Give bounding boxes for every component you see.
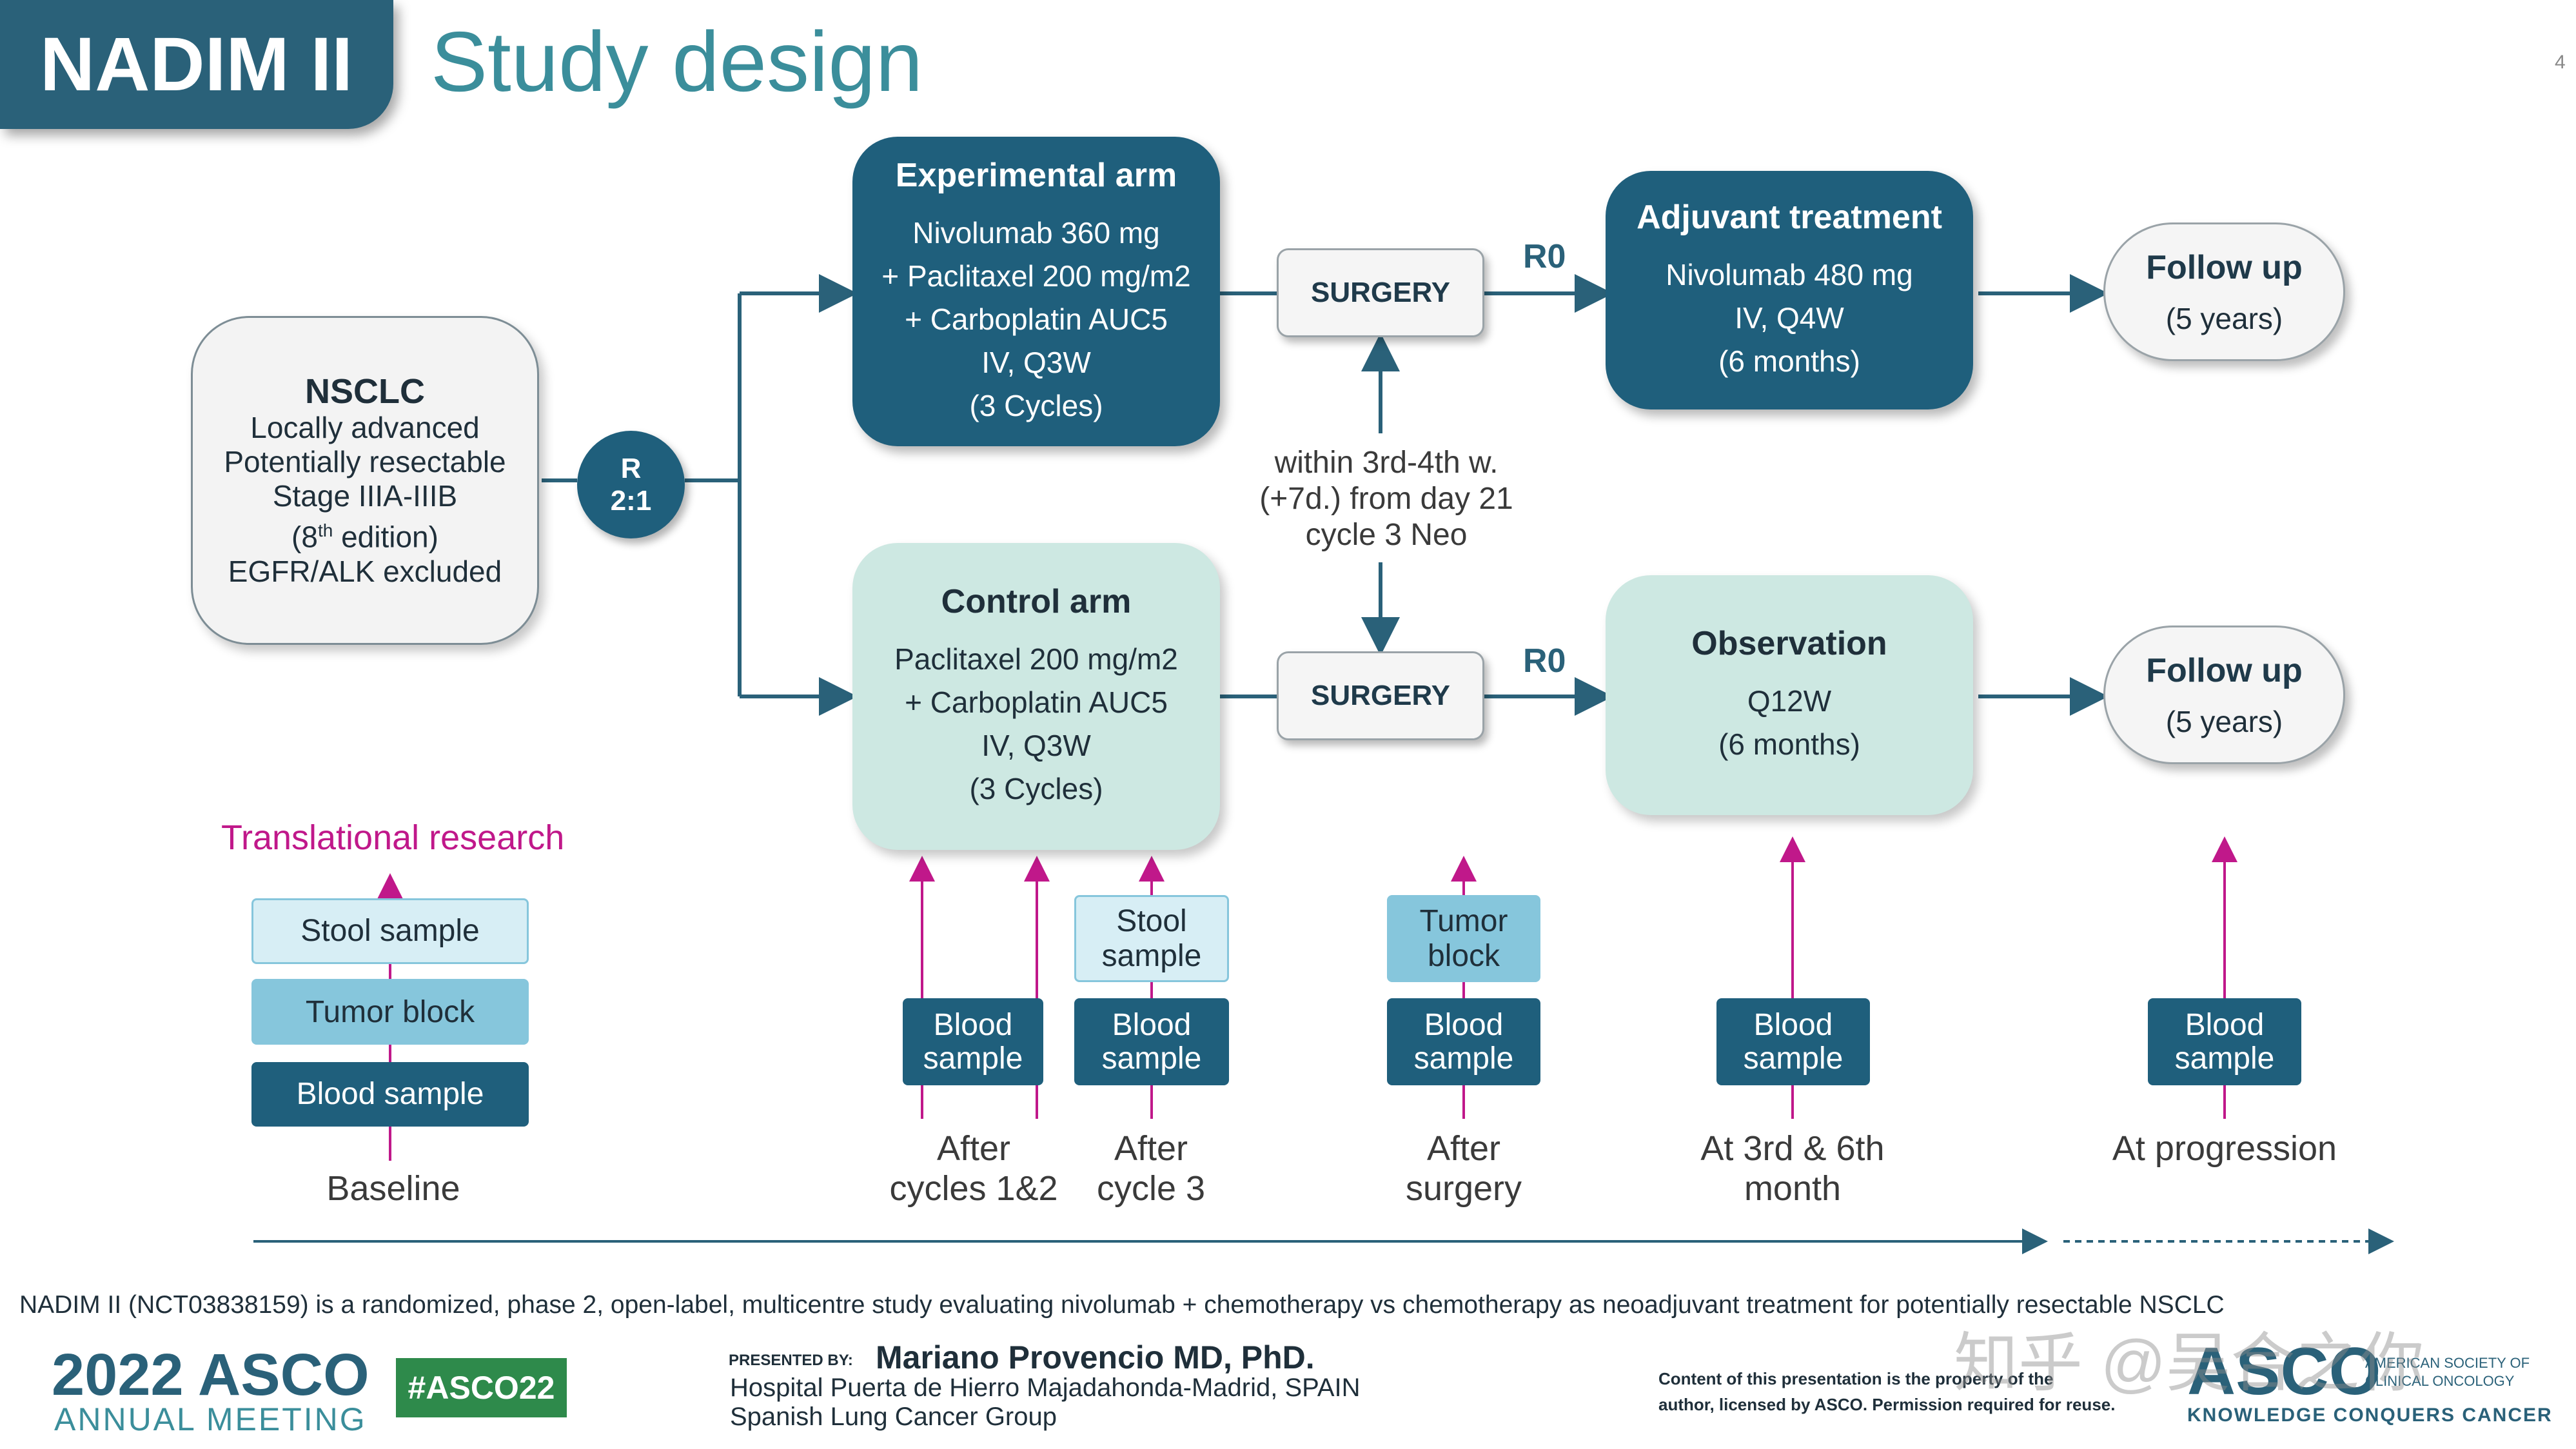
blood-sample-surgery: Blood sample	[1387, 998, 1540, 1085]
control-arm-title: Control arm	[941, 583, 1132, 620]
stool-sample-cycle3: Stool sample	[1074, 895, 1229, 982]
rights-line: author, licensed by ASCO. Permission req…	[1658, 1395, 2116, 1414]
surgery-box-bottom: SURGERY	[1277, 651, 1484, 740]
follow-up-top: Follow up (5 years)	[2103, 222, 2345, 361]
presented-by-label: PRESENTED BY:	[729, 1352, 853, 1369]
timepoint-line: month	[1744, 1169, 1842, 1208]
observation-title: Observation	[1691, 625, 1887, 662]
randomization-circle: R 2:1	[577, 431, 685, 538]
population-edition: (8th edition)	[291, 513, 438, 554]
r0-label-bottom: R0	[1523, 642, 1566, 680]
population-line: Potentially resectable	[224, 445, 506, 479]
blood-sample-cycle3: Blood sample	[1074, 998, 1229, 1085]
blood-sample-cycles: Blood sample	[903, 998, 1043, 1085]
timing-line: within 3rd-4th w.	[1274, 446, 1499, 480]
population-exclusion: EGFR/ALK excluded	[228, 554, 502, 588]
follow-up-title: Follow up	[2146, 248, 2303, 286]
population-box: NSCLC Locally advanced Potentially resec…	[191, 316, 539, 645]
asco-meeting-logo: 2022 ASCO	[52, 1341, 369, 1409]
meeting-brand: ASCO	[197, 1342, 369, 1408]
experimental-arm-line: Nivolumab 360 mg	[912, 215, 1160, 250]
control-arm-line: + Carboplatin AUC5	[905, 685, 1168, 719]
timepoint-baseline: Baseline	[326, 1169, 460, 1208]
meeting-year: 2022	[52, 1342, 184, 1408]
timepoint-line: cycles 1&2	[889, 1169, 1058, 1208]
adjuvant-line: (6 months)	[1718, 344, 1860, 378]
study-description: NADIM II (NCT03838159) is a randomized, …	[19, 1291, 2225, 1319]
asco-org-line: AMERICAN SOCIETY OF	[2365, 1355, 2530, 1371]
timepoint-line: At 3rd & 6th	[1700, 1129, 1885, 1168]
baseline-stool-sample: Stool sample	[251, 898, 529, 964]
hashtag-badge: #ASCO22	[396, 1358, 567, 1417]
timing-line: (+7d.) from day 21	[1259, 482, 1513, 516]
asco-organization: AMERICAN SOCIETY OF CLINICAL ONCOLOGY	[2365, 1354, 2530, 1390]
timepoint-line: After	[1114, 1129, 1188, 1168]
asco-tagline: KNOWLEDGE CONQUERS CANCER	[2187, 1405, 2553, 1426]
control-arm-line: (3 Cycles)	[969, 772, 1103, 805]
follow-up-duration: (5 years)	[2165, 301, 2283, 335]
observation-line: Q12W	[1747, 684, 1832, 718]
follow-up-title: Follow up	[2146, 651, 2303, 689]
blood-sample-months: Blood sample	[1716, 998, 1870, 1085]
edition-prefix: (8	[291, 520, 318, 554]
meeting-subtitle: ANNUAL MEETING	[54, 1401, 367, 1437]
experimental-arm-line: (3 Cycles)	[969, 388, 1103, 422]
adjuvant-line: IV, Q4W	[1735, 301, 1844, 335]
asco-logo: ASCO	[2187, 1334, 2381, 1409]
experimental-arm-line: IV, Q3W	[981, 345, 1091, 379]
experimental-arm-title: Experimental arm	[895, 156, 1177, 194]
experimental-arm-line: + Carboplatin AUC5	[905, 302, 1168, 336]
r0-label-top: R0	[1523, 238, 1566, 275]
adjuvant-line: Nivolumab 480 mg	[1666, 257, 1913, 291]
timepoint-after-cycles-1-2: After cycles 1&2	[877, 1129, 1070, 1208]
blood-sample-progression: Blood sample	[2148, 998, 2301, 1085]
population-line: Stage IIIA-IIIB	[272, 479, 458, 513]
observation-box: Observation Q12W (6 months)	[1606, 575, 1973, 815]
timepoint-line: After	[1426, 1129, 1501, 1168]
follow-up-duration: (5 years)	[2165, 704, 2283, 738]
experimental-arm-line: + Paclitaxel 200 mg/m2	[881, 259, 1191, 293]
timepoint-progression: At progression	[2112, 1129, 2337, 1168]
surgery-timing-note: within 3rd-4th w. (+7d.) from day 21 cyc…	[1225, 445, 1548, 553]
adjuvant-treatment-box: Adjuvant treatment Nivolumab 480 mg IV, …	[1606, 171, 1973, 409]
presenter-affiliation: Hospital Puerta de Hierro Majadahonda-Ma…	[730, 1374, 1361, 1402]
page-number: 4	[2555, 52, 2566, 73]
randomization-label: R	[620, 452, 642, 484]
tumor-block-surgery: Tumor block	[1387, 895, 1540, 982]
surgery-box-top: SURGERY	[1277, 248, 1484, 337]
presenter-group: Spanish Lung Cancer Group	[730, 1403, 1057, 1431]
randomization-ratio: 2:1	[610, 484, 652, 517]
timing-line: cycle 3 Neo	[1305, 518, 1468, 552]
rights-notice: Content of this presentation is the prop…	[1658, 1366, 2115, 1417]
adjuvant-title: Adjuvant treatment	[1637, 198, 1942, 236]
translational-research-heading: Translational research	[221, 818, 565, 857]
baseline-tumor-block: Tumor block	[251, 979, 529, 1045]
baseline-blood-sample: Blood sample	[251, 1062, 529, 1127]
watermark: 知乎 @吴合之你	[1954, 1327, 2424, 1399]
timepoint-after-cycle-3: After cycle 3	[1070, 1129, 1232, 1208]
asco-org-line: CLINICAL ONCOLOGY	[2365, 1373, 2515, 1389]
population-line: Locally advanced	[250, 411, 480, 445]
timepoint-line: After	[936, 1129, 1011, 1168]
control-arm-line: Paclitaxel 200 mg/m2	[894, 642, 1178, 676]
timepoint-after-surgery: After surgery	[1380, 1129, 1548, 1208]
edition-suffix: edition)	[333, 520, 438, 554]
brand-tab: NADIM II	[0, 0, 393, 129]
observation-line: (6 months)	[1718, 727, 1860, 761]
population-title: NSCLC	[305, 372, 425, 411]
timepoint-line: surgery	[1405, 1169, 1522, 1208]
edition-superscript: th	[317, 520, 333, 541]
control-arm-line: IV, Q3W	[981, 729, 1091, 762]
rights-line: Content of this presentation is the prop…	[1658, 1369, 2054, 1388]
experimental-arm-box: Experimental arm Nivolumab 360 mg + Pacl…	[852, 137, 1220, 446]
control-arm-box: Control arm Paclitaxel 200 mg/m2 + Carbo…	[852, 543, 1220, 850]
page-title: Study design	[431, 14, 923, 109]
follow-up-bottom: Follow up (5 years)	[2103, 626, 2345, 764]
timepoint-line: cycle 3	[1096, 1169, 1206, 1208]
timepoint-month-3-6: At 3rd & 6th month	[1676, 1129, 1909, 1208]
presenter-name: Mariano Provencio MD, PhD.	[876, 1339, 1315, 1375]
